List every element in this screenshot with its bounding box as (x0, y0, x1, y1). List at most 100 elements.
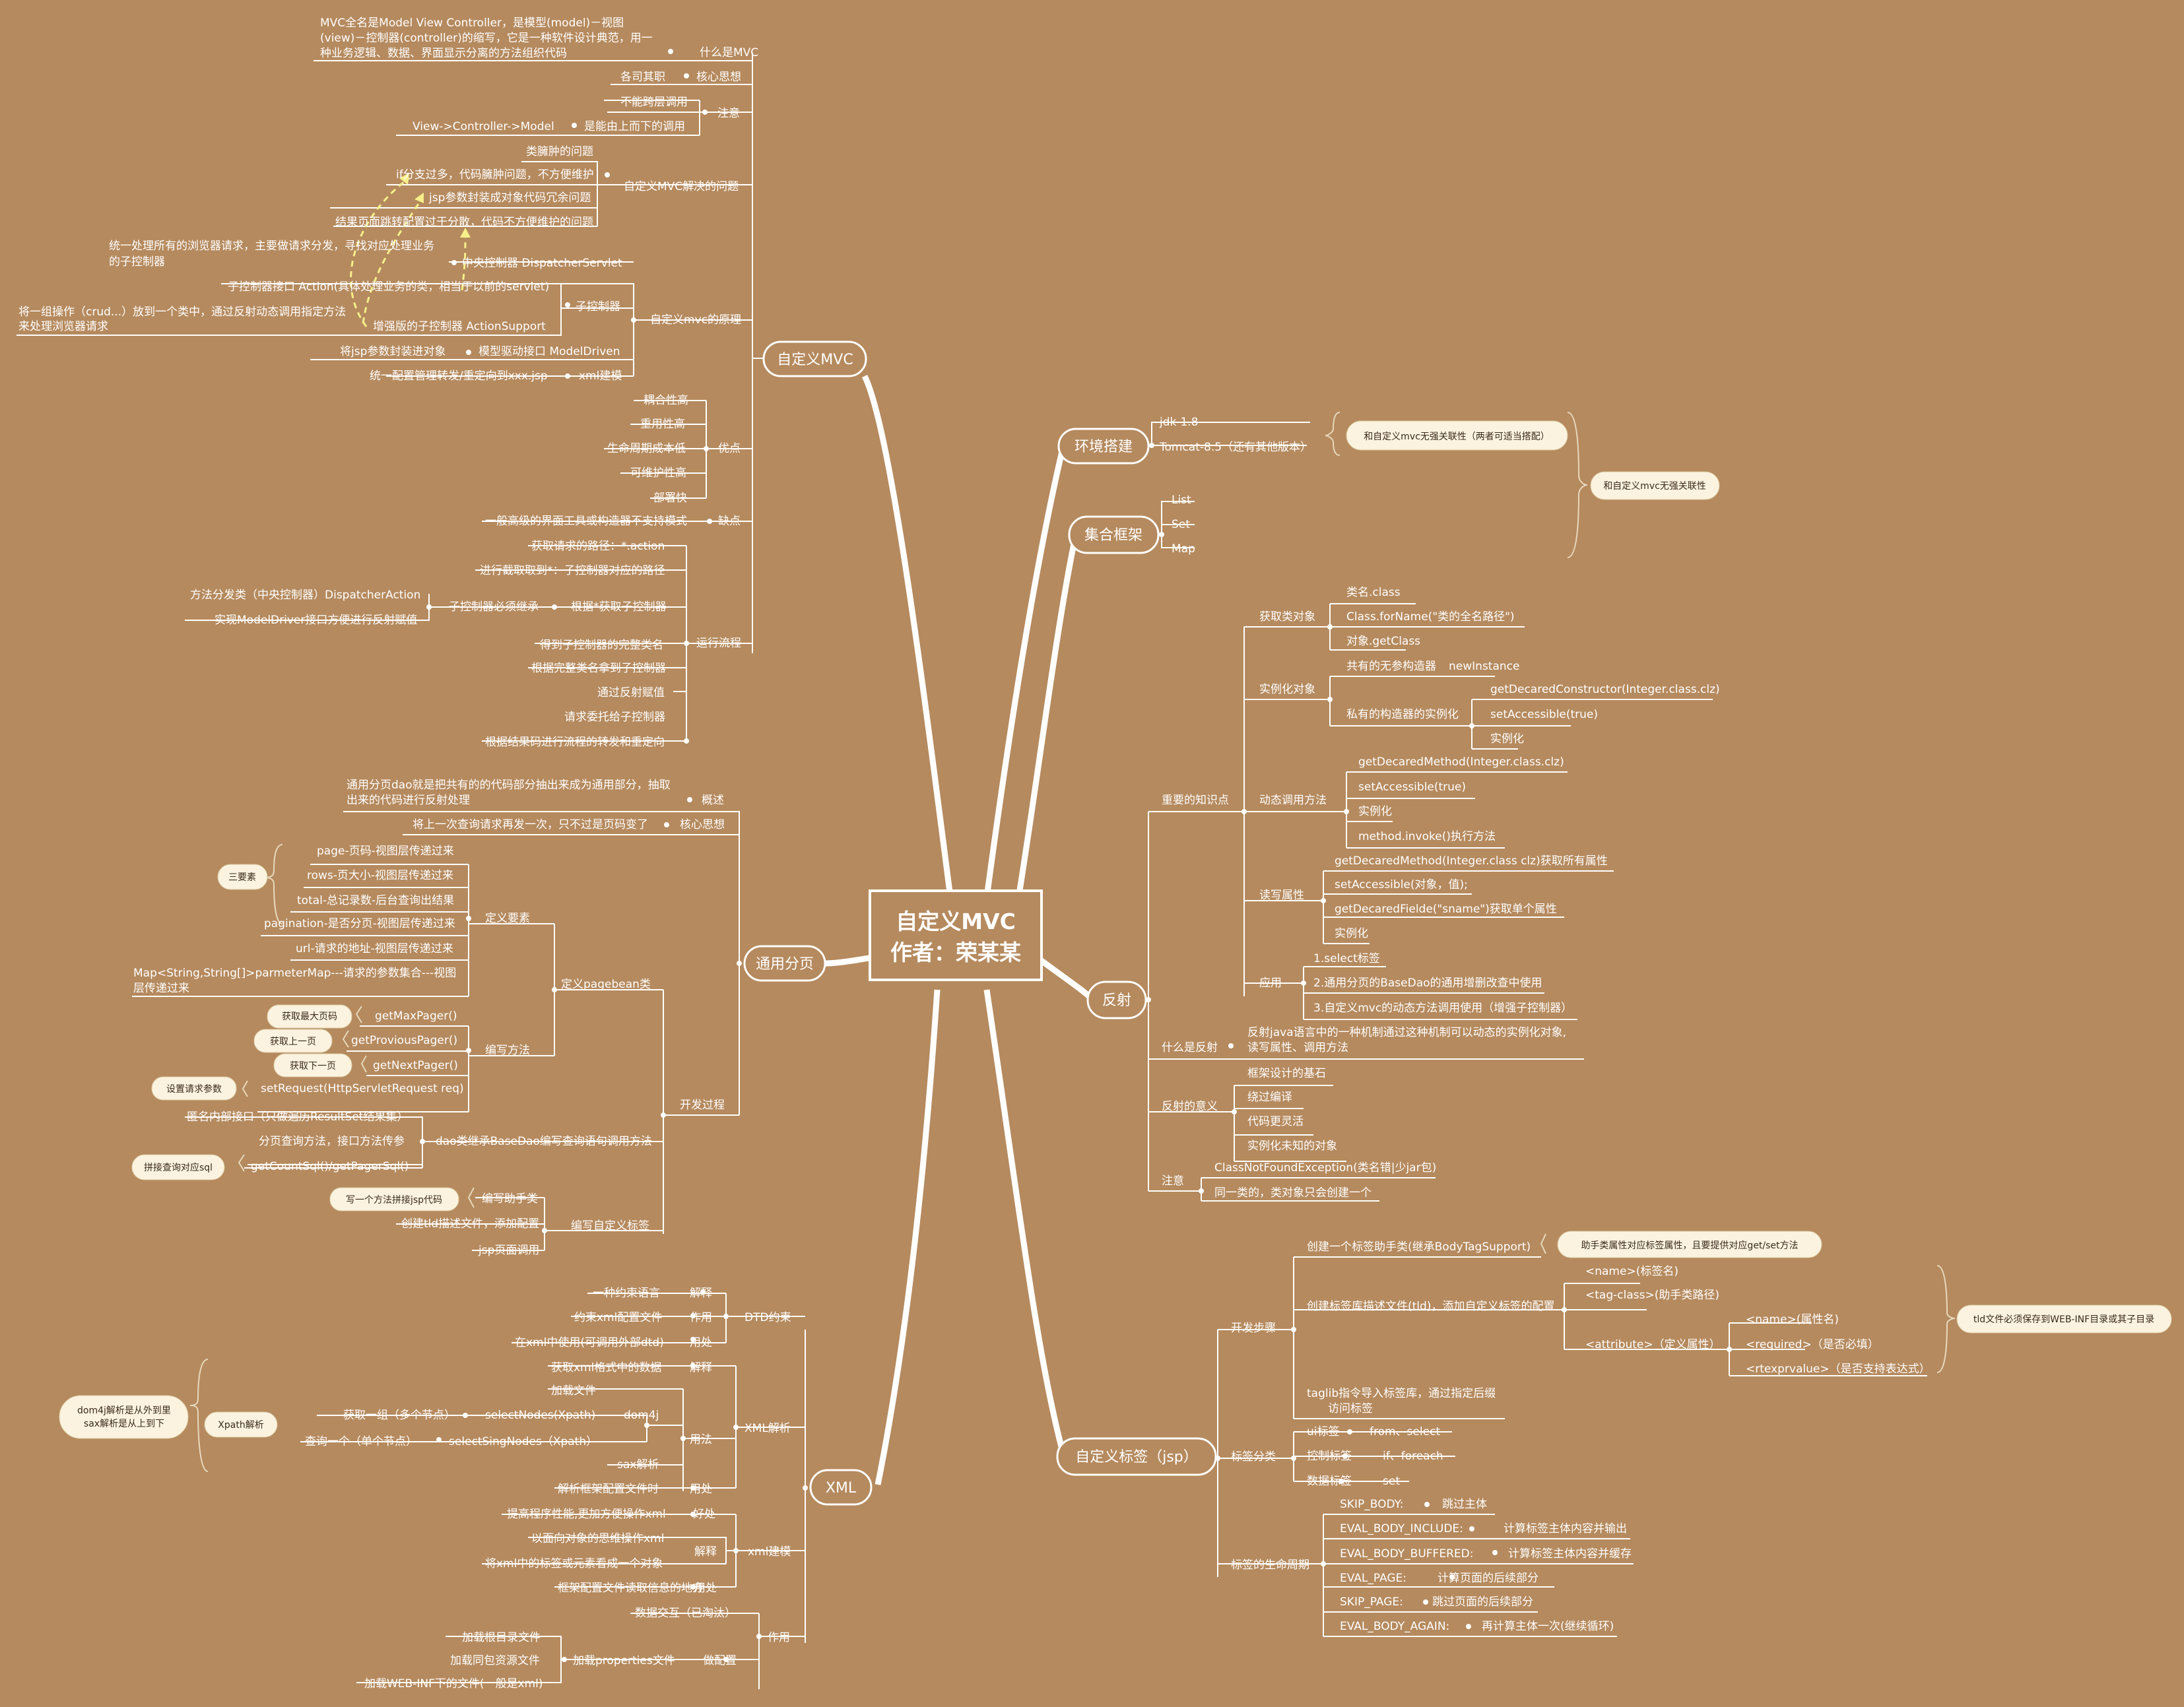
page-m2: getProviousPager() (351, 1034, 457, 1047)
xml-d3: 用处 (690, 1336, 712, 1349)
mvc-adv-5: 部署快 (653, 492, 687, 505)
mvc-texts: MVC全名是Model View Controller，是模型(model)－视… (18, 16, 758, 749)
refl-me2: 绕过编译 (1247, 1091, 1292, 1104)
page-m1b: 获取最大页码 (282, 1012, 337, 1022)
tag-st1-bubble (1557, 1231, 1822, 1258)
tag-texts: 开发步骤 创建一个标签助手类(继承BodyTagSupport) 助手类属性对应… (1231, 1231, 2172, 1633)
page-t1: 编写助手类 (482, 1192, 538, 1206)
page-three: 三要素 (228, 872, 256, 883)
mvc-sub-controller: 子控制器 (576, 300, 620, 313)
xml-x1: 解释 (690, 1361, 712, 1374)
branch-mvc[interactable]: 自定义MVC (762, 340, 867, 377)
page-e1: page-页码-视图层传递过来 (317, 845, 454, 858)
page-dao-2: 分页查询方法，接口方法传参 (259, 1135, 405, 1148)
mvc-disadvantage: 缺点 (718, 515, 741, 528)
refl-me1: 框架设计的基石 (1247, 1067, 1326, 1080)
refl-g2: Class.forName("类的全名路径") (1346, 610, 1515, 624)
tag-l5v: 跳过页面的后续部分 (1432, 1595, 1533, 1609)
xml-xpath: Xpath解析 (218, 1420, 263, 1431)
mvc-central-desc-1: 统一处理所有的浏览器请求，主要做请求分发，寻找对应处理业务 (109, 240, 434, 253)
mvc-what-desc-2: (view)－控制器(controller)的缩写，它是一种软件设计典范，用一 (320, 32, 653, 45)
refl-me4: 实例化未知的对象 (1247, 1140, 1337, 1153)
refl-n2: 同一类的，类对象只会创建一个 (1214, 1186, 1372, 1200)
tag-c2: 控制标签 (1307, 1450, 1352, 1463)
xml-m1: 解释 (694, 1545, 717, 1559)
xml-m0: 好处 (693, 1508, 715, 1521)
refl-what-desc-2: 读写属性、调用方法 (1247, 1041, 1348, 1054)
branch-custom-tag[interactable]: 自定义标签（jsp） (1056, 1437, 1217, 1476)
refl-rw3: getDecaredFielde("sname")获取单个属性 (1335, 903, 1557, 916)
refl-key: 重要的知识点 (1162, 794, 1229, 807)
mvc-flow-3a-2: 实现ModelDriver接口方便进行反射赋值 (215, 614, 417, 627)
mvc-core: 核心思想 (696, 71, 741, 84)
braces (189, 412, 1956, 1472)
page-dao3-bubble (131, 1154, 225, 1180)
page-m3b: 获取下一页 (290, 1061, 336, 1072)
branch-xml[interactable]: XML (809, 1469, 873, 1506)
page-e6b: 层传递过来 (133, 982, 189, 995)
env-b2: 和自定义mvc无强关联性 (1603, 481, 1706, 492)
page-dao-3: getCountSql()/getPagerSql() (251, 1160, 409, 1173)
page-t2: 创建tld描述文件，添加配置 (401, 1217, 539, 1231)
mvc-flow-6: 通过反射赋值 (597, 686, 665, 699)
refl-me3: 代码更灵活 (1247, 1115, 1304, 1128)
page-dao-1: 匿名内部接口（只做遍历ResultSet结果集） (187, 1111, 408, 1124)
page-dao3b: 拼接查询对应sql (144, 1162, 213, 1173)
branch-page-label: 通用分页 (756, 956, 814, 973)
mvc-solve-4: 结果页面跳转配置过于分散，代码不方便维护的问题 (335, 216, 593, 229)
page-m1-bubble (267, 1004, 352, 1029)
page-e6a: Map<String,String[]>parmeterMap---请求的参数集… (133, 967, 456, 980)
branch-mvc-label: 自定义MVC (777, 352, 853, 368)
branch-custom-tag-label: 自定义标签（jsp） (1075, 1449, 1198, 1465)
reflection-texts: 重要的知识点 获取类对象 类名.class Class.forName("类的全… (1162, 586, 1720, 1200)
coll-map: Map (1172, 542, 1195, 556)
xml-u1: 数据交互（已淘汰） (635, 1607, 736, 1620)
mvc-flow-8: 根据结果码进行流程的转发和重定向 (485, 736, 665, 749)
mvc-adv-1: 耦合性高 (644, 394, 688, 407)
page-m3-bubble (273, 1053, 352, 1078)
refl-ap2: 2.通用分页的BaseDao的通用增删改查中使用 (1313, 976, 1542, 990)
branch-reflection[interactable]: 反射 (1086, 981, 1147, 1019)
xml-x2c: sax解析 (617, 1458, 659, 1471)
tag-l3v: 计算标签主体内容并缓存 (1508, 1547, 1632, 1561)
mvc-flow-3a: 子控制器必须继承 (449, 600, 539, 614)
tag-st1: 创建一个标签助手类(继承BodyTagSupport) (1307, 1240, 1531, 1254)
tag-st2: 创建标签库描述文件(tld)，添加自定义标签的配置 (1307, 1300, 1554, 1313)
mvc-flow-4: 得到子控制器的完整类名 (540, 639, 663, 652)
refl-i1: 共有的无参构造器 (1346, 660, 1436, 673)
tag-life: 标签的生命周期 (1231, 1559, 1309, 1572)
mvc-central-controller: 中央控制器 DispatcherServlet (462, 257, 622, 270)
refl-g3: 对象.getClass (1346, 635, 1420, 648)
page-gai-desc-2: 出来的代码进行反射处理 (347, 794, 470, 807)
page-gai-desc-1: 通用分页dao就是把共有的的代码部分抽出来成为通用部分，抽取 (347, 779, 671, 792)
branch-collections[interactable]: 集合框架 (1068, 515, 1160, 554)
branch-page[interactable]: 通用分页 (743, 945, 826, 982)
mvc-central-desc-2: 的子控制器 (109, 255, 165, 269)
tag-st2c: <attribute>（定义属性） (1585, 1338, 1721, 1351)
page-t3: jsp页面调用 (478, 1244, 539, 1257)
env-jdk: jdk-1.8 (1159, 416, 1199, 429)
branch-env[interactable]: 环境搭建 (1057, 428, 1150, 465)
mvc-flow-1: 获取请求的路径：*.action (531, 540, 665, 553)
tag-l2v: 计算标签主体内容并输出 (1504, 1522, 1627, 1535)
central-node[interactable]: 自定义MVC 作者：荣某某 (869, 889, 1043, 981)
tag-c1v: from、select (1370, 1425, 1440, 1438)
xml-d2v: 约束xml配置文件 (574, 1311, 662, 1324)
mvc-sub-2: 增强版的子控制器 ActionSupport (373, 320, 546, 333)
refl-what-desc-1: 反射java语言中的一种机制通过这种机制可以动态的实例化对象, (1247, 1026, 1566, 1039)
page-dev: 开发过程 (680, 1099, 725, 1112)
xml-m1b: 将xml中的标签或元素看成一个对象 (485, 1557, 663, 1570)
tag-st1b: 助手类属性对应标签属性，且要提供对应get/set方法 (1581, 1240, 1798, 1251)
xml-modeling: xml建模 (748, 1545, 791, 1559)
mvc-note-b2: View->Controller->Model (413, 120, 554, 133)
refl-i2c: 实例化 (1490, 732, 1524, 746)
tag-st3b: 访问标签 (1328, 1402, 1373, 1415)
refl-n1: ClassNotFoundException(类名错|少jar包) (1214, 1161, 1436, 1175)
mvc-model-desc: 将jsp参数封装进对象 (340, 345, 446, 358)
page-m4b: 设置请求参数 (166, 1083, 222, 1095)
refl-rw2: setAccessible(对象，值); (1335, 878, 1468, 891)
refl-i2b: setAccessible(true) (1490, 708, 1598, 721)
tag-l4: EVAL_PAGE: (1340, 1572, 1406, 1585)
